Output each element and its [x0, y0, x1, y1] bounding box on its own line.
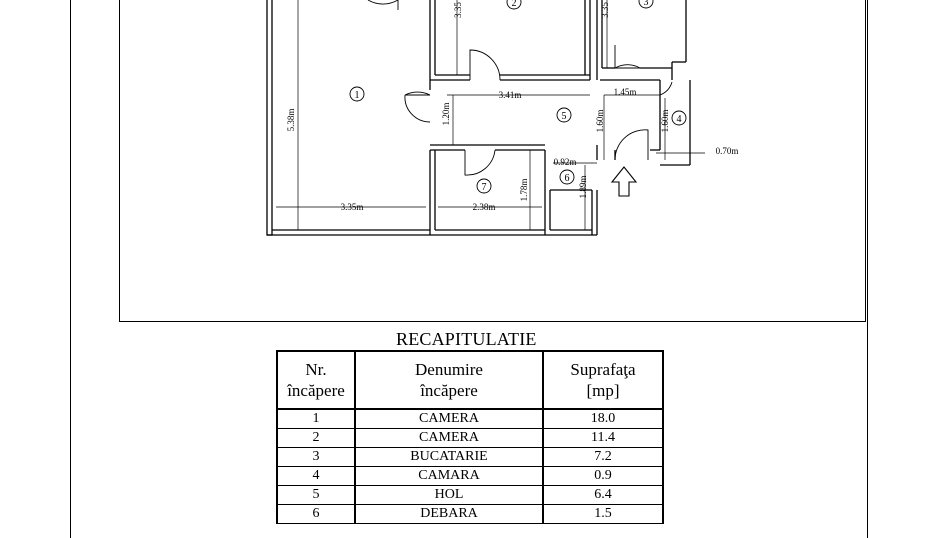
header-sup-line2: [mp] [586, 381, 620, 400]
dim-label-r7-width: 2.38m [473, 202, 496, 212]
table-row: 2 CAMERA 11.4 [276, 428, 664, 448]
recap-table: Nr. încăpere Denumire încăpere Suprafaţa… [276, 350, 664, 524]
header-nr: Nr. încăpere [276, 350, 356, 410]
room-number-1: 1 [355, 90, 360, 101]
table-row: 4 CAMARA 0.9 [276, 466, 664, 486]
header-den-line2: încăpere [420, 381, 478, 400]
recap-title: RECAPITULATIE [396, 329, 537, 349]
dim-label-r1-width: 3.35m [341, 202, 364, 212]
cell-nr: 4 [276, 466, 356, 486]
cell-area: 0.9 [542, 466, 664, 486]
cell-area: 1.5 [542, 504, 664, 524]
cell-nr: 3 [276, 447, 356, 467]
plan-frame [119, 0, 866, 322]
cell-area: 18.0 [542, 409, 664, 429]
room-number-4: 4 [677, 114, 682, 125]
dim-label-r3-height: 3.35 [600, 2, 610, 18]
room-number-5: 5 [562, 111, 567, 122]
cell-area: 11.4 [542, 428, 664, 448]
dim-label-189: 1.89m [578, 176, 588, 199]
room-number-3: 3 [644, 0, 649, 8]
dim-label-070: 0.70m [716, 146, 739, 156]
header-nr-line2: încăpere [287, 381, 345, 400]
dim-label-hol-length: 3.41m [499, 90, 522, 100]
dim-label-hol-depth: 1.20m [441, 103, 451, 126]
dim-label-160a: 1.60m [595, 110, 605, 133]
cell-area: 6.4 [542, 485, 664, 505]
dim-label-092: 0.92m [554, 157, 577, 167]
cell-area: 7.2 [542, 447, 664, 467]
cell-name: HOL [354, 485, 544, 505]
room-number-2: 2 [512, 0, 517, 9]
plan-doors [367, 0, 673, 176]
table-row: 6 DEBARA 1.5 [276, 504, 664, 524]
cell-nr: 1 [276, 409, 356, 429]
cell-nr: 2 [276, 428, 356, 448]
cell-name: CAMERA [354, 409, 544, 429]
table-row: 5 HOL 6.4 [276, 485, 664, 505]
dim-label-r1-height: 5.38m [286, 109, 296, 132]
cell-name: CAMERA [354, 428, 544, 448]
header-sup-line1: Suprafaţa [570, 360, 636, 379]
recap-header-row: Nr. încăpere Denumire încăpere Suprafaţa… [276, 350, 664, 410]
header-nr-line1: Nr. [305, 360, 327, 379]
page-frame [70, 0, 868, 538]
floor-plan: 1 2 3 4 5 6 7 5.38m 3.35 3.35 3.41m 1.20… [266, 0, 739, 236]
dim-label-r2-height: 3.35 [453, 2, 463, 18]
room-number-circles [349, 0, 687, 194]
dim-label-160b: 1.60m [660, 110, 670, 133]
dim-label-145: 1.45m [614, 87, 637, 97]
cell-nr: 5 [276, 485, 356, 505]
dim-label-178: 1.78m [519, 179, 529, 202]
entrance-arrow [610, 166, 638, 197]
header-denumire: Denumire încăpere [354, 350, 544, 410]
cell-name: DEBARA [354, 504, 544, 524]
cell-nr: 6 [276, 504, 356, 524]
table-row: 1 CAMERA 18.0 [276, 409, 664, 429]
plan-dimension-lines [276, 0, 705, 230]
table-row: 3 BUCATARIE 7.2 [276, 447, 664, 467]
plan-walls [266, 0, 691, 236]
header-den-line1: Denumire [415, 360, 483, 379]
cell-name: CAMARA [354, 466, 544, 486]
room-number-6: 6 [565, 173, 570, 184]
room-number-7: 7 [482, 182, 487, 193]
header-suprafata: Suprafaţa [mp] [542, 350, 664, 410]
cell-name: BUCATARIE [354, 447, 544, 467]
